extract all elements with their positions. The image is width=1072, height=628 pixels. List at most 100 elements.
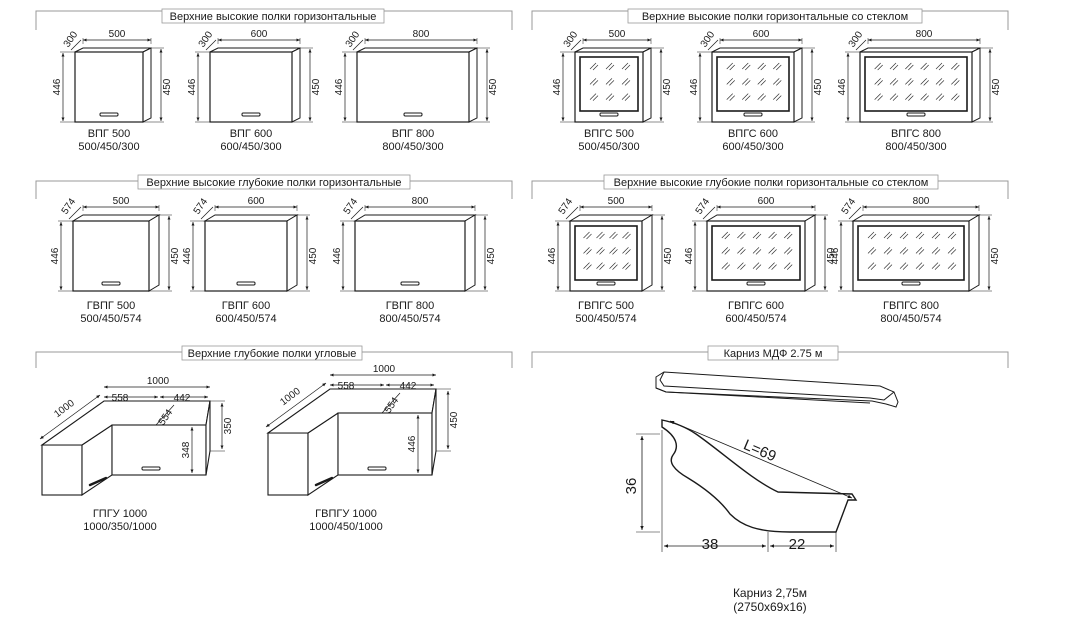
glass-hatch (889, 62, 899, 71)
glass-hatch (773, 62, 782, 71)
depth-label: 300 (847, 29, 866, 49)
section-cornice: Карниз МДФ 2.75 м (531, 345, 1009, 368)
cabinet-size: 1000/450/1000 (309, 521, 382, 533)
glass-hatch (905, 62, 914, 71)
glass-hatch (889, 78, 899, 86)
cabinet-size: 800/450/574 (880, 313, 941, 325)
handle-icon (88, 476, 108, 487)
glass-hatch (951, 62, 960, 71)
depth-label: 574 (192, 196, 211, 216)
height-label: 450 (486, 247, 497, 264)
glass-hatch (874, 62, 883, 71)
glass-hatch (622, 231, 631, 240)
height-label: 450 (663, 247, 674, 264)
glass-hatch (899, 247, 909, 255)
glass-hatch (726, 93, 735, 101)
cabinet-size: 600/450/300 (722, 141, 783, 153)
glass-hatch (874, 93, 883, 101)
handle-icon (901, 281, 921, 286)
cabinet-name: ГВПГ 500 (87, 300, 136, 312)
handle-icon (367, 466, 387, 471)
handle-icon (241, 112, 261, 117)
cabinet-side (968, 214, 980, 292)
glass-hatch (867, 247, 877, 255)
glass-hatch (931, 247, 941, 255)
handle-icon (403, 112, 423, 117)
glass-hatch (742, 62, 751, 71)
handle-icon (99, 112, 119, 117)
height-label: 450 (162, 78, 173, 95)
cabinet-side (142, 47, 152, 123)
height-label: 450 (662, 78, 673, 95)
glass-hatch (726, 78, 735, 86)
glass-hatch (931, 231, 941, 240)
glass-panel (579, 56, 639, 112)
corner-side-panel (41, 444, 83, 496)
glass-hatch (609, 247, 618, 255)
height-label: 450 (311, 78, 322, 95)
width-label: 800 (412, 196, 429, 207)
handle-icon (236, 281, 256, 286)
glass-hatch (621, 93, 631, 101)
glass-hatch (867, 231, 877, 240)
glass-hatch (622, 262, 631, 270)
glass-hatch (883, 247, 893, 255)
glass-hatch (768, 262, 777, 270)
cabinet-side (642, 47, 652, 123)
cabinet-size: 500/450/300 (78, 141, 139, 153)
side-label: 1000 (278, 386, 303, 408)
glass-panel (857, 225, 965, 281)
glass-hatch (931, 262, 941, 270)
cabinet-name: ГВПГС 800 (883, 300, 939, 312)
glass-hatch (757, 62, 766, 71)
cabinet-top (203, 214, 299, 222)
top-width-label: 1000 (147, 376, 170, 387)
front-height-label: 446 (334, 78, 345, 95)
depth-label: 300 (344, 29, 363, 49)
cabinet-size: 800/450/300 (885, 141, 946, 153)
glass-hatch (773, 78, 782, 86)
cabinet-name: ГПГУ 1000 (93, 508, 147, 520)
depth-label: 300 (197, 29, 216, 49)
glass-panel (716, 56, 790, 112)
glass-hatch (596, 247, 605, 255)
glass-hatch (605, 93, 615, 101)
handle-icon (743, 112, 763, 117)
cabinet-size: 600/450/300 (220, 141, 281, 153)
glass-hatch (757, 78, 766, 86)
glass-hatch (915, 231, 925, 240)
width-label: 500 (609, 29, 626, 40)
section-upper-deep-corner: Верхние глубокие полки угловые (35, 345, 513, 368)
section-title: Карниз МДФ 2.75 м (724, 348, 823, 360)
front-height-label: 446 (50, 247, 61, 264)
glass-hatch (874, 78, 883, 86)
glass-hatch (768, 231, 777, 240)
cabinet-front (209, 51, 293, 123)
cabinet-top (568, 214, 654, 222)
cabinet-side (804, 214, 816, 292)
height-label: 450 (826, 247, 837, 264)
section-title: Верхние высокие полки горизонтальные со … (642, 11, 908, 23)
cornice-3d-view (655, 371, 899, 408)
width-label: 600 (248, 196, 265, 207)
glass-hatch (947, 247, 957, 255)
cabinet-top (705, 214, 817, 222)
height-label: 450 (990, 247, 1001, 264)
glass-hatch (920, 62, 929, 71)
glass-hatch (951, 93, 960, 101)
depth-label: 300 (699, 29, 718, 49)
cabinet-name: ВПГС 600 (728, 128, 778, 140)
glass-hatch (589, 62, 599, 71)
glass-hatch (905, 93, 914, 101)
glass-hatch (757, 93, 766, 101)
top-width-label: 1000 (373, 364, 396, 375)
profile-right-label: 22 (789, 536, 806, 553)
cabinet-name: ГВПГС 600 (728, 300, 784, 312)
cabinet-front (354, 220, 466, 292)
glass-hatch (622, 247, 631, 255)
cabinet-size: 1000/350/1000 (83, 521, 156, 533)
